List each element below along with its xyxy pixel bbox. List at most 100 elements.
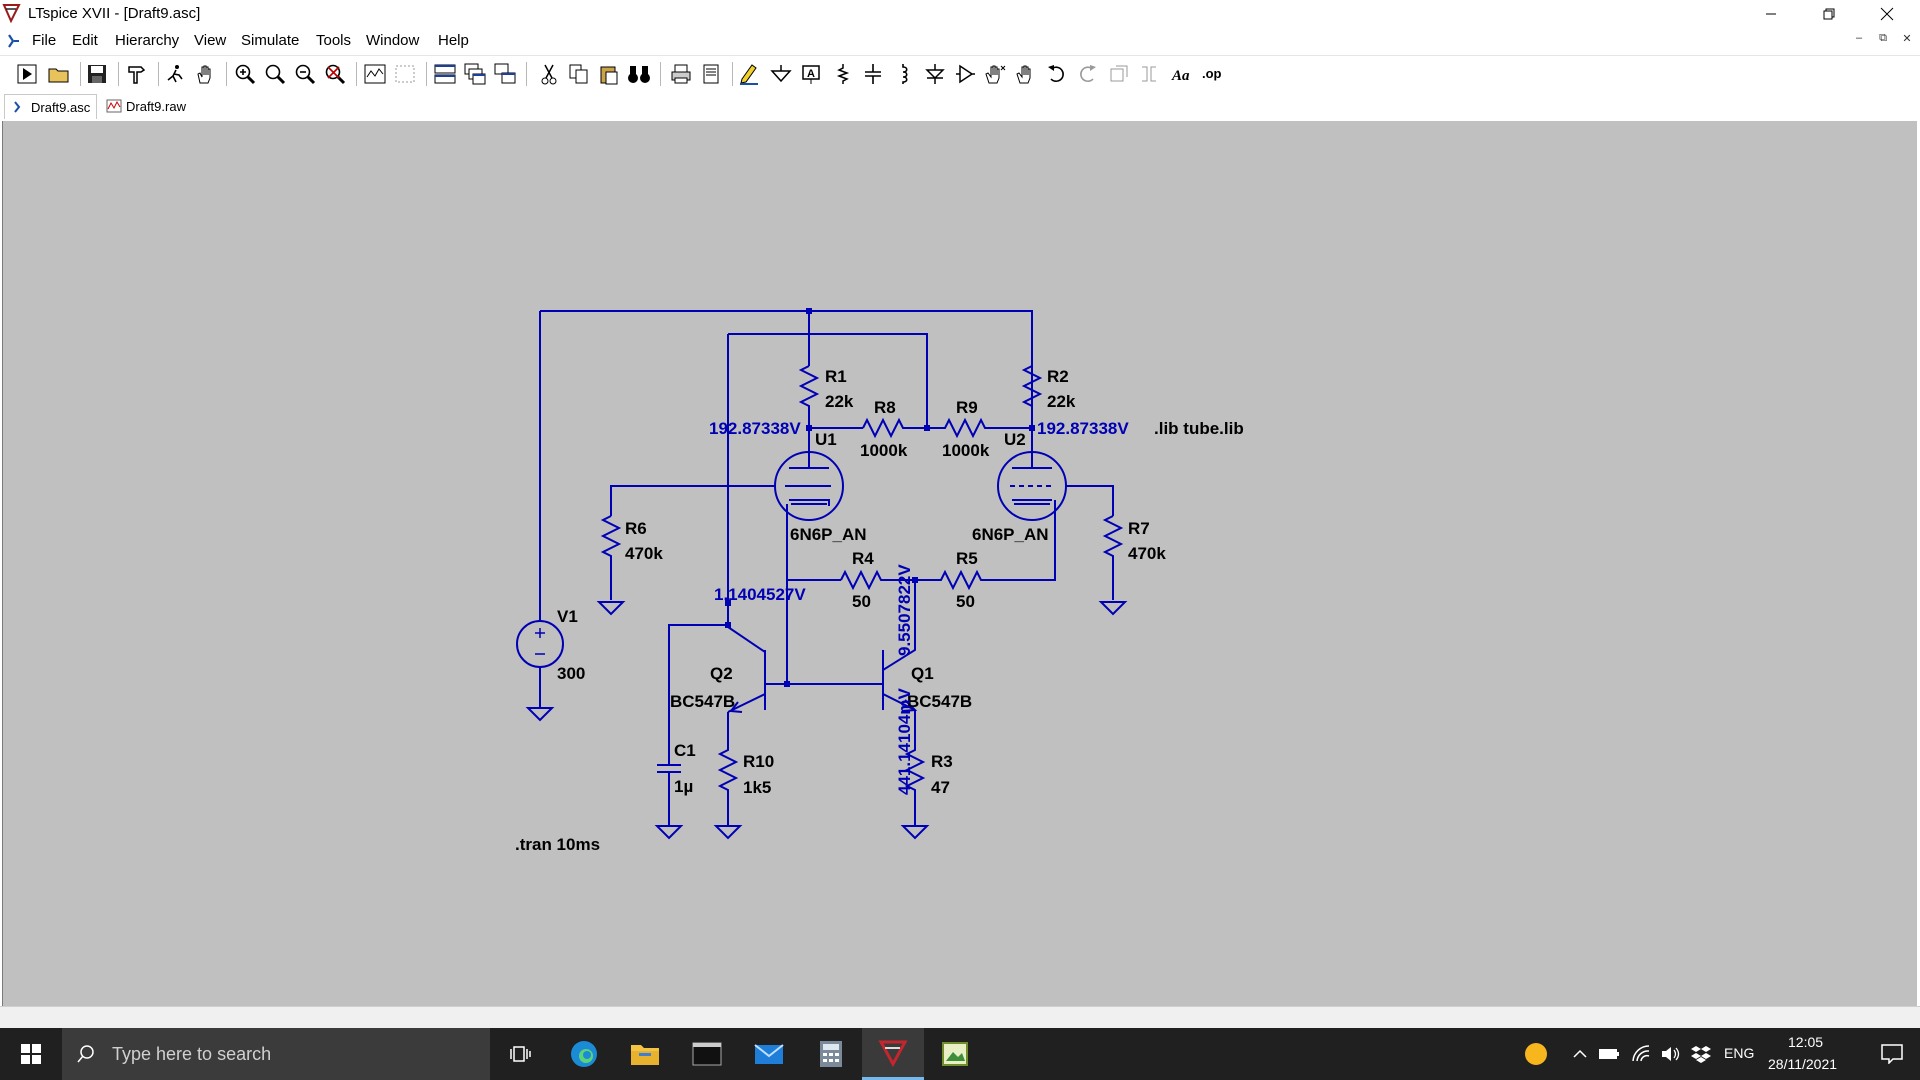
taskbar-calculator[interactable] <box>800 1028 862 1080</box>
clock-time[interactable]: 12:05 <box>1788 1034 1824 1050</box>
resistor-r2[interactable] <box>1021 365 1043 428</box>
ground-button[interactable] <box>768 61 794 87</box>
clock-date[interactable]: 28/11/2021 <box>1768 1056 1838 1072</box>
resistor-r1[interactable] <box>798 365 820 428</box>
label-r5-name: R5 <box>956 549 978 568</box>
halt-button[interactable] <box>162 61 188 87</box>
ltspice-app-icon[interactable] <box>2 3 22 23</box>
mdi-minimize-button[interactable]: – <box>1855 32 1863 44</box>
input-language[interactable]: ENG <box>1724 1045 1755 1061</box>
undo-button[interactable] <box>1044 61 1070 87</box>
network-indicator[interactable] <box>1626 1028 1656 1080</box>
resistor-r10[interactable] <box>717 712 739 825</box>
menu-edit[interactable]: Edit <box>72 32 98 49</box>
pick-visible-traces-button[interactable] <box>392 61 418 87</box>
wire-u2-grid[interactable] <box>1066 485 1114 516</box>
paste-button[interactable] <box>596 61 622 87</box>
place-capacitor-button[interactable] <box>860 61 886 87</box>
zoom-in-button[interactable] <box>232 61 258 87</box>
zoom-fit-button[interactable] <box>262 61 288 87</box>
spice-directive-button[interactable]: .op <box>1200 61 1226 87</box>
autorange-button[interactable] <box>362 61 388 87</box>
resistor-r9[interactable] <box>927 417 1032 439</box>
mirror-button[interactable] <box>1136 61 1162 87</box>
taskbar-file-explorer[interactable] <box>614 1028 676 1080</box>
volume-indicator[interactable] <box>1656 1028 1686 1080</box>
menu-hierarchy[interactable]: Hierarchy <box>115 32 180 49</box>
resistor-r8[interactable] <box>862 417 927 439</box>
dropbox-indicator[interactable] <box>1686 1028 1716 1080</box>
tile-horizontal-button[interactable] <box>432 61 458 87</box>
open-button[interactable] <box>46 61 72 87</box>
run-button[interactable] <box>14 61 40 87</box>
zoom-out-button[interactable] <box>292 61 318 87</box>
menu-file[interactable]: File <box>32 32 57 49</box>
minimize-button[interactable] <box>1742 0 1800 28</box>
wire-q2-collector[interactable] <box>727 626 766 653</box>
wire-q1-collector[interactable] <box>882 580 916 671</box>
tab-draft9-raw[interactable]: Draft9.raw <box>100 94 192 118</box>
place-component-button[interactable] <box>952 61 978 87</box>
taskbar-mail[interactable] <box>738 1028 800 1080</box>
weather-widget[interactable] <box>1506 1028 1566 1080</box>
notifications-button[interactable] <box>1864 1028 1920 1080</box>
tab-draft9-asc[interactable]: Draft9.asc <box>4 94 98 119</box>
save-button[interactable] <box>84 61 110 87</box>
text-button[interactable]: Aa <box>1170 61 1196 87</box>
resistor-r4[interactable] <box>840 569 915 591</box>
taskbar-ltspice[interactable] <box>862 1028 924 1080</box>
place-inductor-button[interactable] <box>890 61 916 87</box>
zoom-cancel-button[interactable] <box>322 61 348 87</box>
menu-simulate[interactable]: Simulate <box>241 32 300 49</box>
transistor-q2[interactable] <box>727 650 766 713</box>
wire-supply-top[interactable] <box>540 310 1033 420</box>
find-button[interactable] <box>626 61 652 87</box>
spice-directive-tran[interactable]: .tran 10ms <box>515 835 600 854</box>
place-diode-button[interactable] <box>922 61 948 87</box>
mdi-close-button[interactable]: ✕ <box>1902 33 1912 45</box>
print-button[interactable] <box>668 61 694 87</box>
mdi-restore-button[interactable]: ⧉ <box>1879 32 1887 44</box>
print-preview-button[interactable] <box>698 61 724 87</box>
drag-button[interactable] <box>1012 61 1038 87</box>
control-panel-button[interactable] <box>124 61 150 87</box>
menu-help[interactable]: Help <box>438 32 469 49</box>
taskbar-search-box[interactable]: Type here to search <box>62 1028 490 1080</box>
resistor-r7[interactable] <box>1102 515 1124 600</box>
restore-button[interactable] <box>1800 0 1858 28</box>
start-button[interactable] <box>0 1028 62 1080</box>
menu-window[interactable]: Window <box>366 32 420 49</box>
wire-u1-grid[interactable] <box>610 485 775 516</box>
cut-button[interactable] <box>536 61 562 87</box>
taskbar-terminal[interactable] <box>676 1028 738 1080</box>
schematic-canvas[interactable]: R1 22k R2 22k R8 1000k R9 1000k U1 U2 6N… <box>2 121 1917 1006</box>
pan-button[interactable] <box>192 61 218 87</box>
capacitor-c1[interactable] <box>657 624 728 825</box>
redo-icon <box>1080 65 1096 83</box>
place-resistor-button[interactable] <box>830 61 856 87</box>
resistor-r5[interactable] <box>915 500 1056 591</box>
spice-directive-lib[interactable]: .lib tube.lib <box>1154 419 1244 438</box>
tile-vertical-button[interactable] <box>492 61 518 87</box>
draw-wire-button[interactable] <box>736 61 762 87</box>
schematic-doc-icon[interactable] <box>4 32 22 50</box>
task-view-button[interactable] <box>490 1028 552 1080</box>
voltage-source-v1[interactable] <box>516 620 564 668</box>
show-hidden-icons-button[interactable] <box>1568 1028 1592 1080</box>
cascade-button[interactable] <box>462 61 488 87</box>
battery-indicator[interactable] <box>1594 1028 1624 1080</box>
taskbar-image-viewer[interactable] <box>924 1028 986 1080</box>
menu-tools[interactable]: Tools <box>316 32 352 49</box>
resistor-r6[interactable] <box>600 515 622 600</box>
menu-view[interactable]: View <box>194 32 227 49</box>
resistor-r3[interactable] <box>904 710 926 825</box>
wire-r8-loop[interactable] <box>728 333 928 428</box>
redo-button[interactable] <box>1074 61 1100 87</box>
copy-button[interactable] <box>566 61 592 87</box>
close-button[interactable] <box>1858 0 1916 28</box>
label-net-button[interactable]: A <box>798 61 824 87</box>
transistor-q1[interactable] <box>882 650 916 711</box>
move-button[interactable] <box>982 61 1008 87</box>
rotate-button[interactable] <box>1106 61 1132 87</box>
taskbar-edge[interactable] <box>553 1028 615 1080</box>
